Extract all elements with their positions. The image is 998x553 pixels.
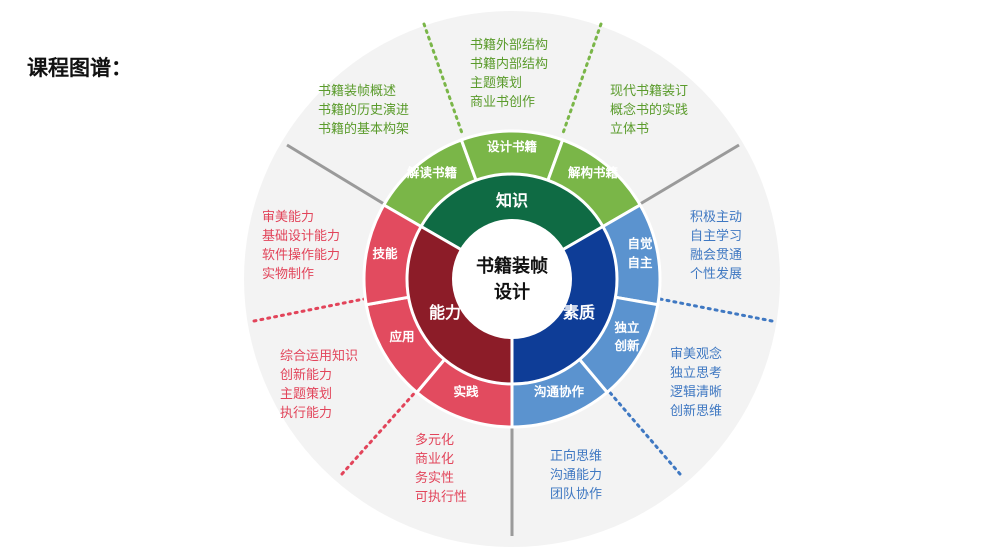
annotation-item: 软件操作能力 [262, 248, 341, 263]
annotation-item: 书籍装帧概述 [318, 84, 397, 99]
annotation-item: 综合运用知识 [280, 349, 359, 364]
annotation-duli: 审美观念 独立思考 逻辑清晰 创新思维 [670, 345, 722, 421]
separator-green-dotted-left [422, 22, 465, 138]
center-label-line2: 设计 [494, 281, 530, 303]
inner-label-ability: 能力 [429, 303, 461, 322]
annotation-item: 主题策划 [470, 76, 523, 91]
annotation-item: 自主学习 [690, 229, 743, 244]
outer-label-sheji: 设计书籍 [487, 139, 538, 154]
annotation-item: 商业书创作 [470, 95, 536, 110]
annotation-item: 审美观念 [670, 347, 723, 362]
center-label-line1: 书籍装帧 [476, 255, 548, 277]
annotation-item: 可执行性 [415, 490, 468, 505]
annotation-item: 书籍的基本构架 [318, 122, 410, 137]
annotation-item: 商业化 [415, 452, 455, 467]
annotation-item: 概念书的实践 [610, 103, 689, 118]
annotation-item: 正向思维 [550, 449, 603, 464]
annotation-item: 融会贯通 [690, 248, 743, 263]
separator-gray-upper-left [286, 143, 385, 206]
annotation-item: 多元化 [415, 433, 455, 448]
annotation-item: 执行能力 [280, 406, 333, 421]
separator-lines [252, 22, 774, 536]
center-circle [452, 219, 572, 339]
annotation-jineng: 审美能力 基础设计能力 软件操作能力 实物制作 [262, 208, 340, 284]
annotation-item: 实物制作 [262, 267, 315, 282]
annotation-item: 积极主动 [690, 210, 743, 225]
separator-red-dotted-bottom [340, 386, 421, 476]
page-title: 课程图谱： [27, 56, 132, 80]
annotation-item: 书籍外部结构 [470, 38, 549, 53]
annotation-item: 独立思考 [670, 366, 723, 381]
annotation-item: 团队协作 [550, 487, 603, 502]
outer-label-jiegou: 解构书籍 [568, 165, 619, 180]
annotation-item: 立体书 [610, 122, 650, 137]
annotation-zijue: 积极主动 自主学习 融会贯通 个性发展 [690, 208, 742, 284]
annotation-item: 逻辑清晰 [670, 385, 723, 400]
inner-label-quality: 素质 [563, 303, 595, 322]
annotation-yingyong: 综合运用知识 创新能力 主题策划 执行能力 [280, 347, 358, 423]
outer-label-goutong: 沟通协作 [534, 384, 585, 399]
separator-green-dotted-right [560, 22, 603, 138]
annotation-item: 现代书籍装订 [610, 84, 689, 99]
annotation-item: 个性发展 [690, 267, 743, 282]
annotation-sheji: 书籍外部结构 书籍内部结构 主题策划 商业书创作 [470, 36, 548, 112]
annotation-goutong: 正向思维 沟通能力 团队协作 [550, 447, 602, 504]
annotation-jiegou: 现代书籍装订 概念书的实践 立体书 [610, 82, 688, 139]
outer-label-duli-1: 独立 [613, 320, 640, 335]
outer-label-jineng: 技能 [372, 246, 398, 261]
annotation-item: 创新思维 [670, 404, 723, 419]
annotation-jiedu: 书籍装帧概述 书籍的历史演进 书籍的基本构架 [318, 82, 409, 139]
annotation-item: 基础设计能力 [262, 229, 341, 244]
annotation-shijian: 多元化 商业化 务实性 可执行性 [415, 431, 467, 507]
annotation-item: 务实性 [415, 471, 455, 486]
annotation-item: 书籍的历史演进 [318, 103, 410, 118]
outer-label-zijue-1: 自觉 [627, 236, 653, 251]
outer-label-yingyong: 应用 [389, 329, 414, 344]
separator-gray-upper-right [639, 143, 740, 206]
outer-label-zijue-2: 自主 [627, 255, 653, 270]
annotation-item: 审美能力 [262, 210, 315, 225]
separator-blue-dotted-bottom [604, 386, 682, 476]
annotation-item: 创新能力 [280, 368, 333, 383]
annotation-item: 书籍内部结构 [470, 57, 549, 72]
separator-blue-dotted-right [658, 297, 774, 323]
separator-red-dotted-left [252, 297, 366, 323]
outer-label-duli-2: 创新 [613, 338, 640, 353]
outer-label-shijian: 实践 [453, 384, 479, 399]
outer-label-jiedu: 解读书籍 [407, 165, 458, 180]
annotation-item: 沟通能力 [550, 468, 603, 483]
annotation-item: 主题策划 [280, 387, 333, 402]
inner-label-knowledge: 知识 [496, 191, 528, 210]
